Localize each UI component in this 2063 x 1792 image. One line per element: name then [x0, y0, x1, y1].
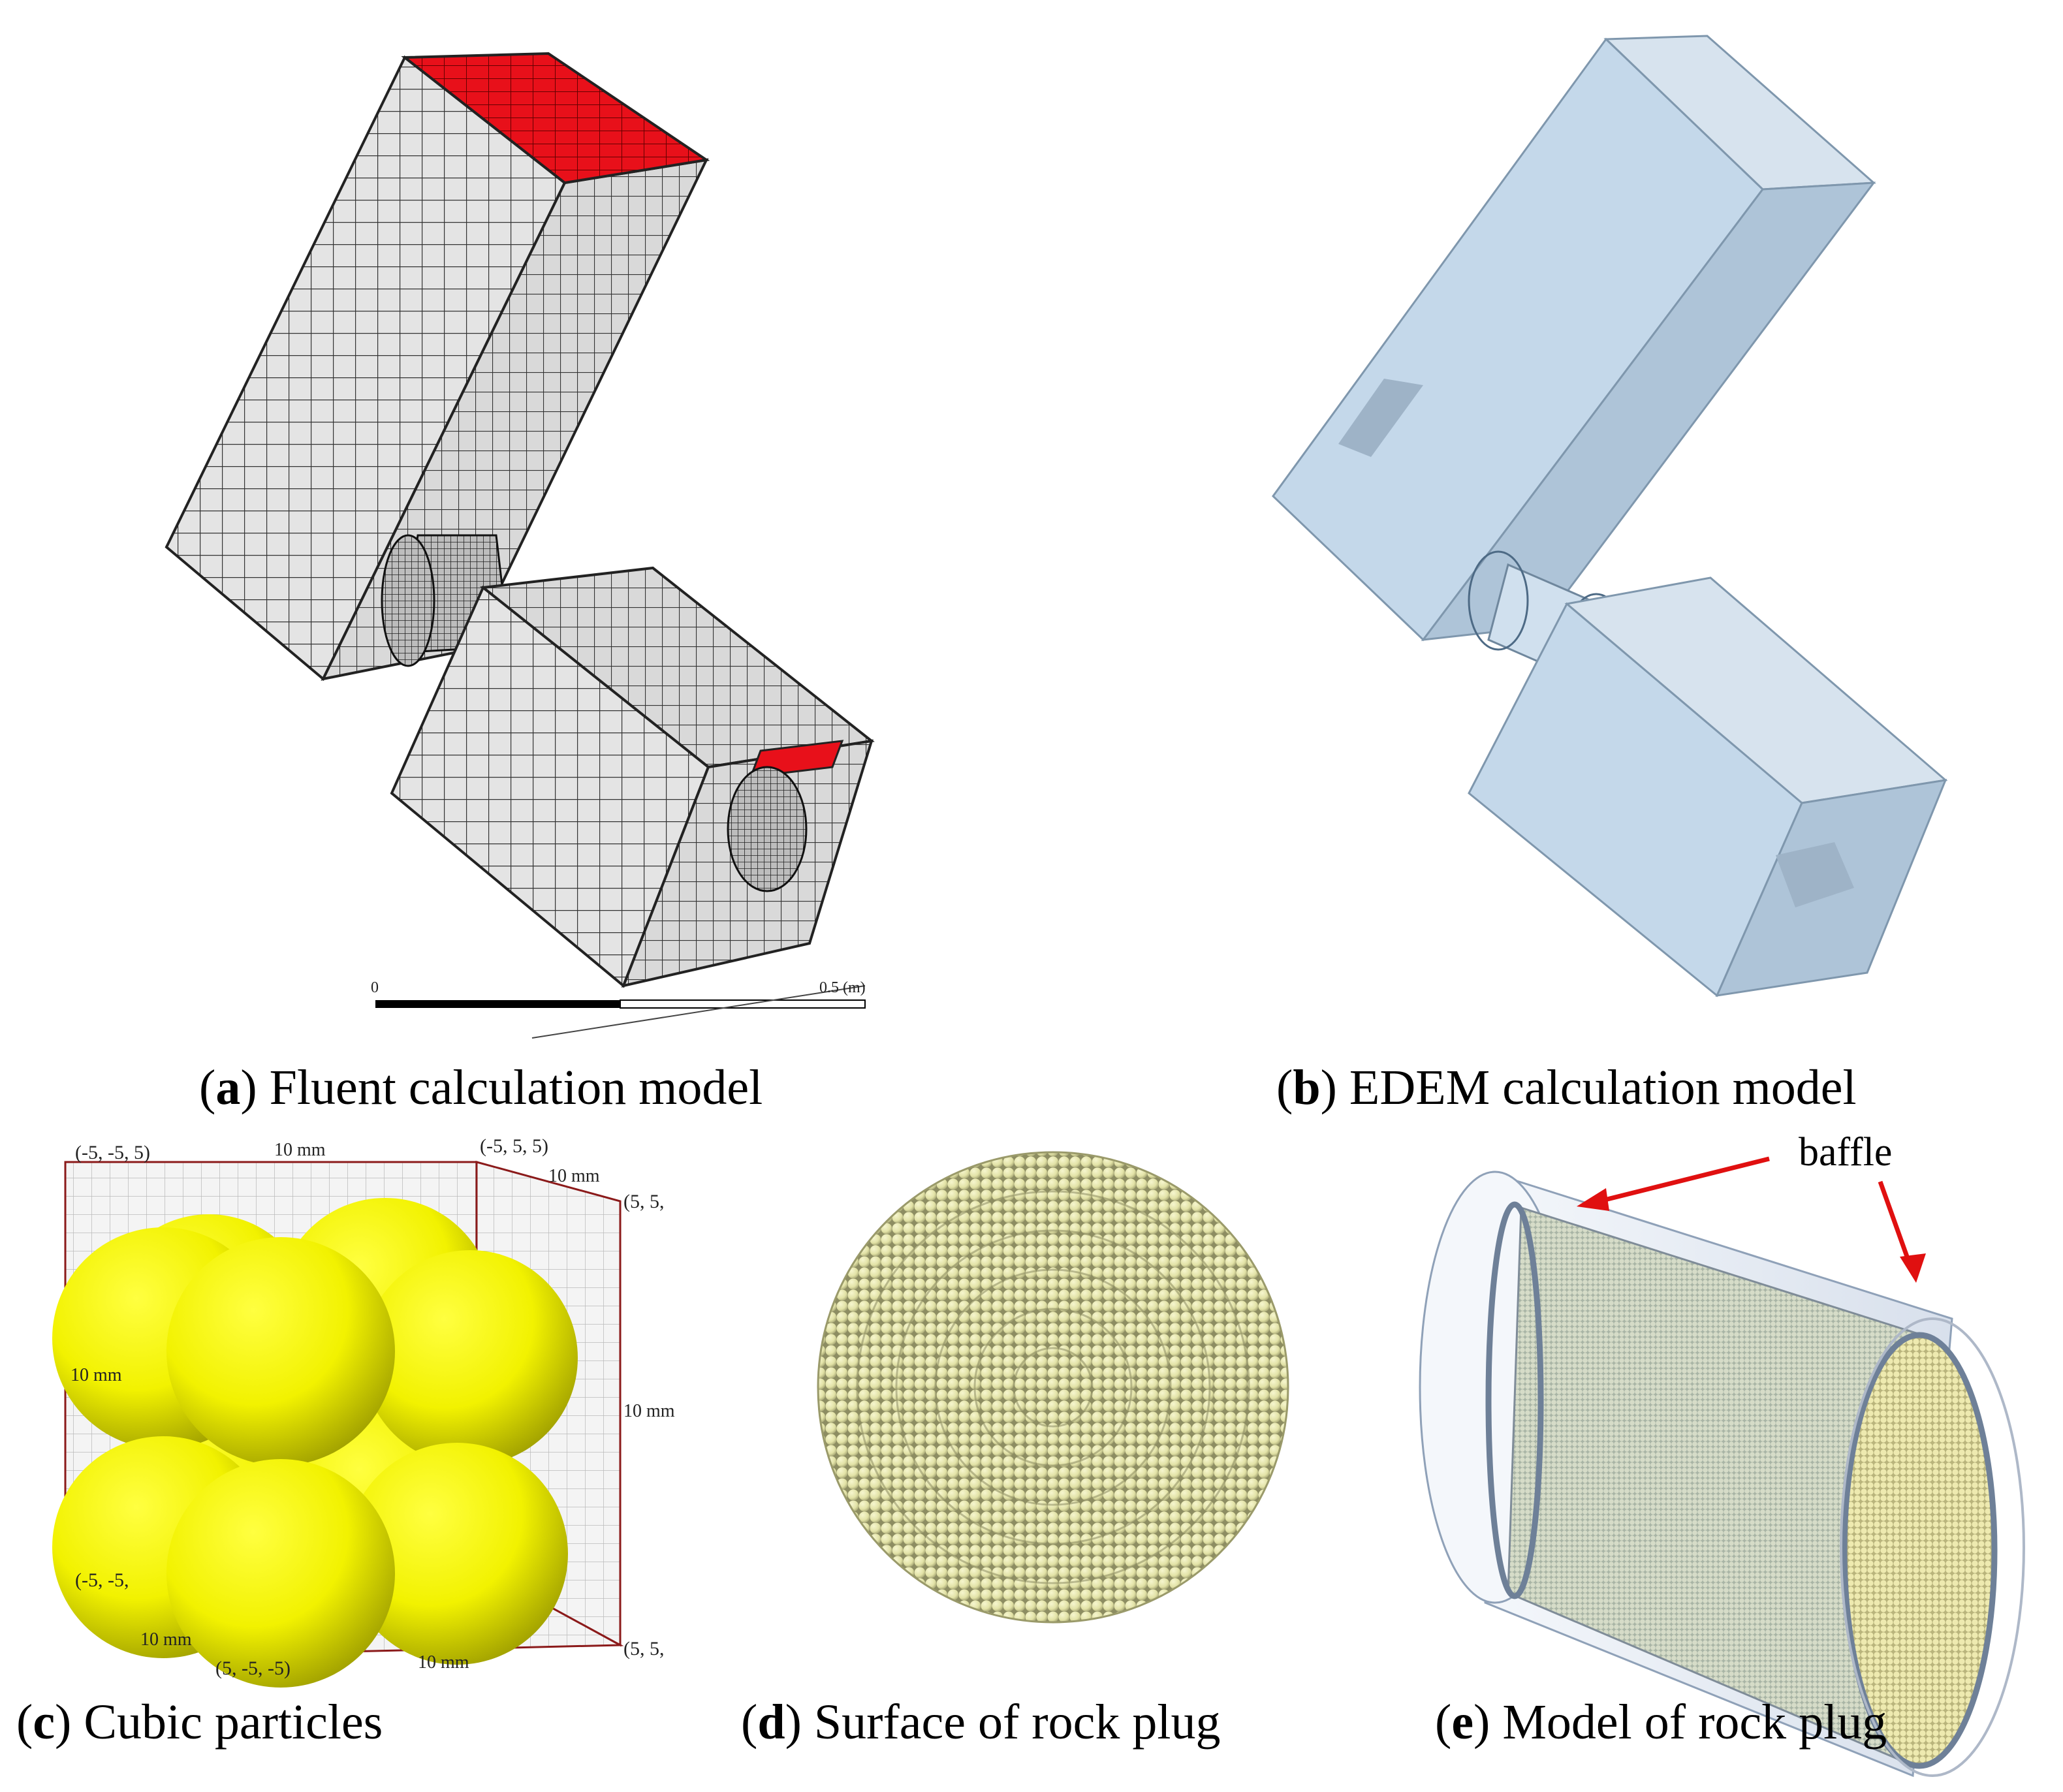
baffle-arrowhead-left — [1577, 1188, 1609, 1211]
dim-label-left: 10 mm — [71, 1365, 122, 1385]
scale-end-label: 0.5 (m) — [819, 979, 866, 996]
sleeve-front-rim — [1840, 1317, 2025, 1777]
dim-label-bottom-left: 10 mm — [140, 1629, 192, 1650]
pipe-inlet-ring — [381, 534, 435, 667]
rock-plug-surface-figure — [817, 1151, 1289, 1624]
panel-e: baffle (e) Model of rock plug — [1410, 1123, 2063, 1792]
caption-a: (a) Fluent calculation model — [199, 1060, 763, 1115]
lower-notch — [1776, 842, 1854, 907]
panel-c: (-5, -5, 5) 10 mm (-5, 5, 5) 10 mm (5, 5… — [0, 1123, 692, 1792]
corner-label-bottom-right: (5, 5, — [623, 1638, 665, 1659]
baffle-arrow-left — [1586, 1156, 1770, 1207]
panel-a: 0 0.5 (m) (a) Fluent calculation model — [0, 0, 1032, 1123]
sphere — [362, 1250, 578, 1466]
caption-d: (d) Surface of rock plug — [741, 1695, 1221, 1750]
baffle-ring-left — [1485, 1201, 1544, 1599]
corner-label-top-right: (-5, 5, 5) — [480, 1135, 548, 1157]
caption-b: (b) EDEM calculation model — [1276, 1060, 1857, 1115]
dim-label-top: 10 mm — [274, 1140, 326, 1160]
scale-perspective-line — [531, 985, 866, 1039]
lower-outlet-mesh — [727, 766, 808, 892]
scale-start-label: 0 — [371, 979, 379, 996]
dim-label-top-right: 10 mm — [548, 1166, 600, 1186]
panel-b: (b) EDEM calculation model — [1032, 0, 2063, 1123]
panel-d: (d) Surface of rock plug — [692, 1123, 1410, 1792]
baffle-label: baffle — [1799, 1130, 1892, 1174]
scale-bar-black — [375, 1000, 620, 1008]
sphere — [166, 1237, 395, 1466]
dim-label-right: 10 mm — [623, 1401, 675, 1421]
caption-c: (c) Cubic particles — [16, 1695, 383, 1750]
upper-inlet-face — [401, 52, 710, 185]
edem-model-figure — [1272, 35, 1948, 998]
particle-end-face — [1841, 1332, 1998, 1769]
scale-bar-white — [620, 999, 866, 1009]
corner-label-top-left: (-5, -5, 5) — [75, 1142, 150, 1163]
connector-ring-a — [1468, 550, 1529, 651]
fluent-mesh-figure: 0 0.5 (m) — [165, 52, 875, 1039]
sphere — [346, 1443, 568, 1665]
corner-label-bottom-mid: (5, -5, -5) — [215, 1658, 291, 1679]
rock-plug-disc — [818, 1152, 1288, 1622]
caption-e: (e) Model of rock plug — [1435, 1695, 1887, 1750]
corner-label-bottom-left: (-5, -5, — [75, 1569, 129, 1591]
concentric-rings — [856, 1190, 1250, 1584]
corner-label-right-top: (5, 5, — [623, 1191, 665, 1212]
rock-plug-model-figure: baffle — [1419, 1130, 2025, 1778]
baffle-arrowhead-right — [1900, 1253, 1926, 1283]
cubic-particle-figure: (-5, -5, 5) 10 mm (-5, 5, 5) 10 mm (5, 5… — [52, 1135, 675, 1688]
upper-notch — [1338, 379, 1423, 457]
dim-label-bottom-right: 10 mm — [418, 1652, 469, 1673]
sphere — [166, 1459, 395, 1688]
